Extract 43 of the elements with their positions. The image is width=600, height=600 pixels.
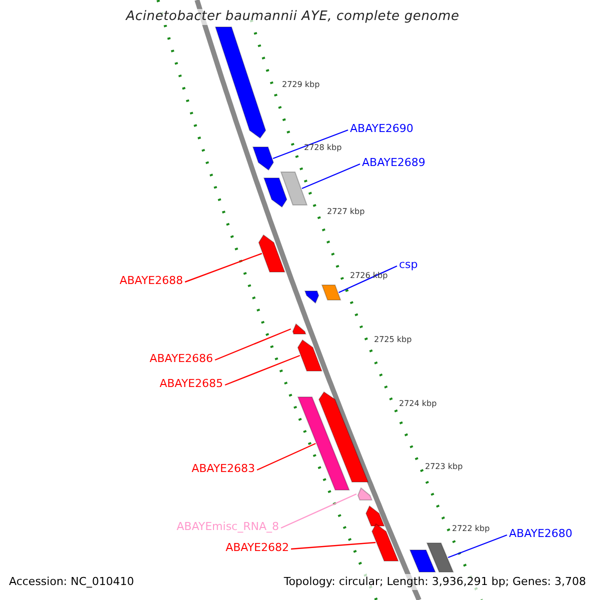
tick-label: 2727 kbp <box>327 207 365 217</box>
gene-feature <box>365 505 385 526</box>
tick-label: 2725 kbp <box>374 335 412 345</box>
gene-feature <box>357 487 373 500</box>
leader-line <box>256 442 316 471</box>
tick-label: 2723 kbp <box>425 462 463 472</box>
gene-feature <box>263 178 288 208</box>
leader-line <box>184 252 262 283</box>
leader-line <box>338 265 398 294</box>
gene-label: ABAYE2680 <box>509 526 572 542</box>
leader-line <box>224 354 300 386</box>
gene-feature <box>252 146 274 171</box>
leader-line <box>272 129 348 160</box>
gene-feature <box>258 234 286 272</box>
gene-label: ABAYE2686 <box>150 351 213 367</box>
gene-feature <box>304 290 320 304</box>
leader-line <box>280 493 357 529</box>
gene-feature <box>297 339 322 372</box>
gene-feature <box>280 172 308 206</box>
gene-feature <box>292 323 306 334</box>
leader-line <box>302 163 360 190</box>
gene-label: ABAYE2688 <box>120 273 183 289</box>
gene-label: ABAYEmisc_RNA_8 <box>176 519 279 535</box>
gene-label: ABAYE2683 <box>192 461 255 477</box>
gene-label: ABAYE2689 <box>362 155 426 171</box>
leader-line <box>214 328 292 361</box>
accession-text: Accession: NC_010410 <box>9 574 134 590</box>
gene-feature <box>297 396 350 490</box>
leader-line <box>290 542 376 550</box>
tick-label: 2726 kbp <box>350 271 388 281</box>
gene-label: ABAYE2682 <box>226 540 289 556</box>
gene-feature <box>426 542 454 572</box>
tick-label: 2728 kbp <box>304 143 342 153</box>
tick-label: 2724 kbp <box>399 399 437 409</box>
gene-label: ABAYE2685 <box>160 376 223 392</box>
gene-label: csp <box>399 257 418 273</box>
gene-feature <box>318 391 369 482</box>
tick-label: 2729 kbp <box>282 80 320 90</box>
gene-feature <box>321 284 342 300</box>
leader-line <box>448 534 508 558</box>
gene-label: ABAYE2690 <box>350 121 414 137</box>
tick-label: 2722 kbp <box>452 524 490 534</box>
gene-feature <box>214 26 266 139</box>
